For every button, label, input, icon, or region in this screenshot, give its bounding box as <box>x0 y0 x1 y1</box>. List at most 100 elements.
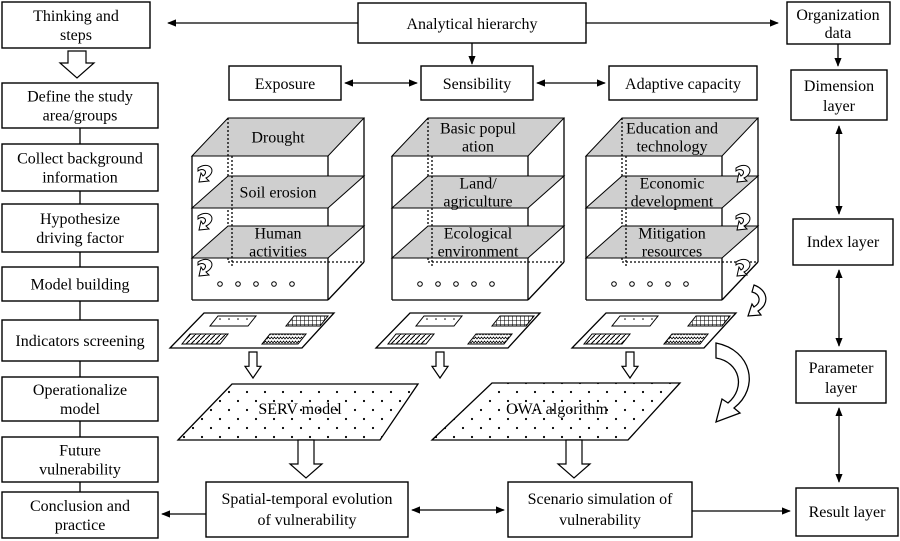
human-activities-layer <box>190 225 366 259</box>
scenario-simulation-box: Scenario simulation of vulnerability <box>507 481 693 538</box>
ecological-environment-line2: environment <box>438 244 519 261</box>
parameter-dot <box>489 281 495 287</box>
soil-erosion-line1: Soil erosion <box>240 185 317 202</box>
result-layer-label: Result layer <box>809 504 887 521</box>
analytical-hierarchy-box: Analytical hierarchy <box>357 2 587 44</box>
cycle-arrow-icon <box>197 164 213 183</box>
drought-line1: Drought <box>251 130 305 147</box>
land-agriculture-line2: agriculture <box>443 194 512 211</box>
serv-model-label: SERV model <box>258 401 342 418</box>
ecological-environment-layer <box>390 225 566 259</box>
model-building-box: Model building <box>1 266 159 302</box>
hypothesize-driving-line1: Hypothesize <box>40 211 120 228</box>
sensibility-cube: Basic populationLand/agricultureEcologic… <box>390 117 566 301</box>
sensibility-map-plate <box>374 312 542 349</box>
adaptive-capacity-label: Adaptive capacity <box>625 76 741 93</box>
mitigation-resources-line2: resources <box>642 244 702 261</box>
cycle-arrow-icon <box>735 212 751 231</box>
exposure-label: Exposure <box>255 76 315 93</box>
ecological-environment-line1: Ecological <box>444 226 513 243</box>
conclusion-practice-line1: Conclusion and <box>30 498 130 515</box>
organization-line2: data <box>825 25 852 42</box>
hollow-arrows <box>243 351 640 479</box>
parameter-dot <box>435 281 441 287</box>
collect-background-line2: information <box>42 170 118 187</box>
economic-development-layer <box>584 175 760 209</box>
cycle-arrow-icon <box>735 164 751 183</box>
spatial-temporal-line2: of vulnerability <box>257 512 356 529</box>
organization-data-box: Organization data <box>786 1 891 45</box>
adaptive-capacity-cube: Education andtechnologyEconomicdevelopme… <box>584 117 760 301</box>
serv-model-plane: SERV model <box>176 383 420 441</box>
define-study-area-box: Define the study area/groups <box>1 82 159 129</box>
cycle-arrow-icon <box>197 258 213 277</box>
collect-background-box: Collect background information <box>1 143 159 192</box>
dimension-layer-line2: layer <box>823 98 856 115</box>
economic-development-line1: Economic <box>640 176 705 193</box>
parameter-dot <box>271 281 277 287</box>
map-plates <box>168 312 738 349</box>
parameter-dot <box>289 281 295 287</box>
define-study-area-line1: Define the study <box>27 89 133 106</box>
parameter-dot <box>611 281 617 287</box>
hollow-arrow-serv-to-spatial <box>288 439 324 479</box>
thinking-and-steps-box: Thinking and steps <box>1 1 151 49</box>
dimension-layer-line1: Dimension <box>804 78 874 95</box>
education-technology-line2: technology <box>636 139 707 156</box>
adaptive-map-plate <box>570 312 738 349</box>
basic-population-line1: Basic popul <box>440 121 517 138</box>
organization-line1: Organization <box>796 7 879 24</box>
basic-population-line2: ation <box>462 139 494 156</box>
define-study-area-line2: area/groups <box>43 108 118 125</box>
land-agriculture-line1: Land/ <box>459 176 497 193</box>
parameter-dot <box>647 281 653 287</box>
parameter-dot <box>665 281 671 287</box>
curved-arrow-large <box>715 342 750 424</box>
sensibility-box: Sensibility <box>420 65 534 101</box>
future-vulnerability-line2: vulnerability <box>39 462 121 479</box>
index-layer-box: Index layer <box>792 218 894 266</box>
parameter-layer-box: Parameter layer <box>795 350 887 404</box>
cycle-arrow-icon <box>197 212 213 231</box>
future-vulnerability-box: Future vulnerability <box>1 436 159 483</box>
spatial-temporal-box: Spatial-temporal evolution of vulnerabil… <box>205 481 409 538</box>
mitigation-resources-layer <box>584 225 760 259</box>
parameter-dot <box>235 281 241 287</box>
hollow-arrow-steps <box>58 50 96 79</box>
sensibility-label: Sensibility <box>443 76 511 93</box>
hollow-arrow-owa-to-scenario <box>556 439 592 479</box>
human-activities-line1: Human <box>254 226 301 243</box>
land-agriculture-layer <box>390 175 566 209</box>
collect-background-line1: Collect background <box>17 151 143 168</box>
future-vulnerability-line1: Future <box>59 443 101 460</box>
scenario-line1: Scenario simulation of <box>528 491 674 508</box>
hollow-arrow-adaptive-to-owa <box>620 351 640 380</box>
parameter-dot <box>417 281 423 287</box>
education-technology-line1: Education and <box>626 121 718 138</box>
parameter-layer-line2: layer <box>825 380 858 397</box>
owa-algorithm-label: OWA algorithm <box>506 401 608 418</box>
hollow-arrow-exposure-to-serv <box>243 351 263 380</box>
scenario-line2: vulnerability <box>559 512 641 529</box>
indicators-screening-box: Indicators screening <box>1 319 159 362</box>
curved-arrow-small <box>747 284 767 317</box>
result-layer-box: Result layer <box>795 487 899 537</box>
indicators-screening-line1: Indicators screening <box>15 333 144 350</box>
parameter-dot <box>453 281 459 287</box>
operationalize-model-line1: Operationalize <box>33 382 127 399</box>
cycle-arrow-icon <box>735 258 751 277</box>
thinking-and-steps-line1: Thinking and <box>33 8 119 25</box>
economic-development-line2: development <box>631 194 714 211</box>
parameter-dot <box>683 281 689 287</box>
thinking-and-steps-line2: steps <box>60 27 92 44</box>
dimension-layer-box: Dimension layer <box>790 69 888 121</box>
parameter-dot <box>253 281 259 287</box>
owa-algorithm-plane: OWA algorithm <box>430 382 682 441</box>
model-building-line1: Model building <box>30 277 129 294</box>
adaptive-capacity-box: Adaptive capacity <box>608 65 758 101</box>
analytical-hierarchy-title: Analytical hierarchy <box>406 16 537 33</box>
